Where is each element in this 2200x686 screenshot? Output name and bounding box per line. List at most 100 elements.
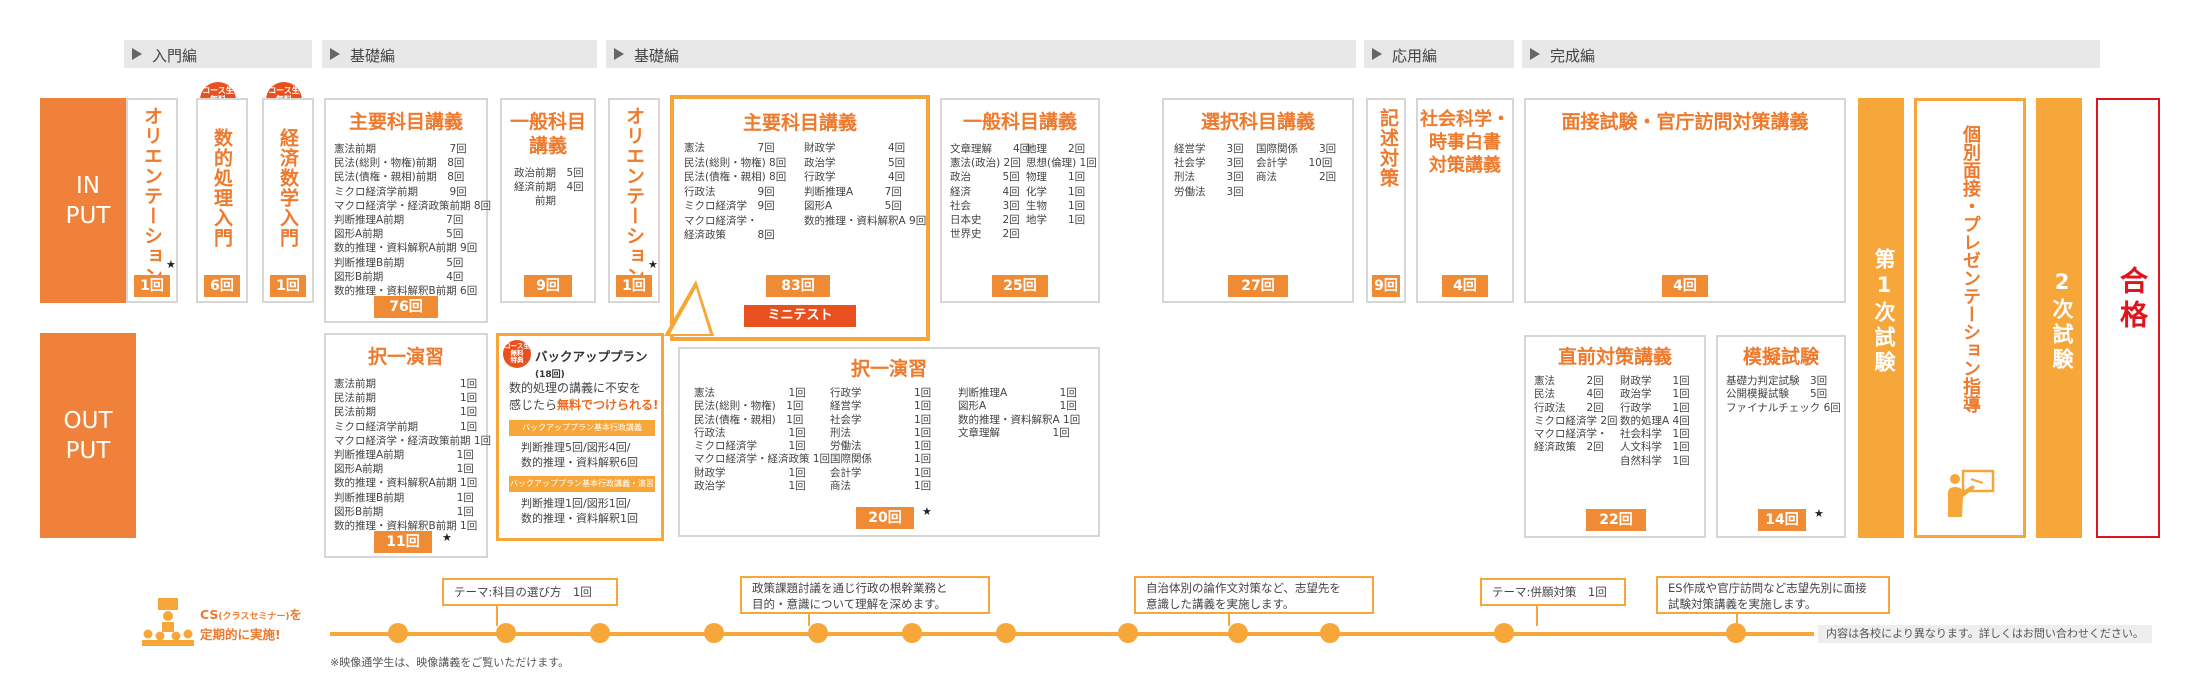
box-title: 社会科学・ 時事白書 対策講義 xyxy=(1420,109,1510,176)
subject-list-col-2: 行政学 1回 経営学 1回 社会学 1回 刑法 1回 労働法 1回 国際関係 1… xyxy=(830,387,932,493)
backup-plan-desc: 数的処理の講義に不安を 感じたら無料でつけられる! xyxy=(509,381,659,412)
callout-stem xyxy=(496,604,498,626)
timeline-dot xyxy=(1494,623,1514,643)
stage-kansei: 完成編 xyxy=(1522,40,2100,68)
count-badge: 76回 xyxy=(374,296,438,318)
count-badge: 22回 xyxy=(1586,509,1646,531)
backup-plan-box: コース生 無料 特典 バックアッププラン(18回) 数的処理の講義に不安を 感じ… xyxy=(496,333,664,541)
ippan-kamoku-box-2: 一般科目講義 文章理解 4回 憲法(政治) 2回 政治 5回 経済 4回 社会 … xyxy=(940,98,1100,303)
mini-test-label: ミニテスト xyxy=(744,305,856,327)
timeline-dot xyxy=(1118,623,1138,643)
shuyo-kamoku-box-2: 主要科目講義 憲法 7回 民法(総則・物権) 8回 民法(債権・親相) 8回 行… xyxy=(670,95,930,341)
count-badge: 27回 xyxy=(1228,275,1288,297)
keizai-nyumon-box: 経済数学入門 1回 xyxy=(262,98,314,303)
timeline-dot xyxy=(1228,623,1248,643)
star-mark: ★ xyxy=(1814,507,1824,520)
first-exam-label: 第1次試験 xyxy=(1872,248,1896,376)
subject-list-right: 財政学 1回 政治学 1回 行政学 1回 数的処理A 4回 社会科学 1回 人文… xyxy=(1620,375,1690,467)
timeline-dot xyxy=(808,623,828,643)
timeline-callout: 政策課題討議を通じ行政の根幹業務と 目的・意識について理解を深めます。 xyxy=(740,576,990,614)
stage-kiso-2: 基礎編 xyxy=(606,40,1356,68)
class-seminar-label: CS(クラスセミナー)を 定期的に実施! xyxy=(200,607,302,642)
row-label-output: OUT PUT xyxy=(40,333,136,538)
callout-pointer xyxy=(664,280,714,336)
stage-kiso-1: 基礎編 xyxy=(322,40,597,68)
count-badge: 9回 xyxy=(1372,275,1400,297)
timeline-callout: テーマ:併願対策 1回 xyxy=(1480,578,1626,606)
subject-list-left: 文章理解 4回 憲法(政治) 2回 政治 5回 経済 4回 社会 3回 日本史 … xyxy=(950,143,1031,241)
orientation-title: オリエンテーション xyxy=(623,106,645,286)
suteki-nyumon-title: 数的処理入門 xyxy=(211,128,233,248)
stage-nyumon: 入門編 xyxy=(124,40,312,68)
count-badge: 4回 xyxy=(1662,275,1708,297)
timeline-dot xyxy=(996,623,1016,643)
count-badge: 1回 xyxy=(270,275,306,297)
timeline-dot xyxy=(1320,623,1340,643)
timeline-dot xyxy=(388,623,408,643)
box-title: 直前対策講義 xyxy=(1557,346,1672,368)
box-title: 主要科目講義 xyxy=(348,111,463,133)
second-exam-label: 2次試験 xyxy=(2050,270,2074,373)
disclaimer-note: 内容は各校により異なります。詳しくはお問い合わせください。 xyxy=(1818,625,2152,643)
orientation-box-1: オリエンテーション ★ 1回 xyxy=(126,98,178,303)
box-title: 面接試験・官庁訪問対策講義 xyxy=(1561,111,1809,133)
box-title: 記述対策 xyxy=(1377,108,1399,188)
star-mark: ★ xyxy=(922,505,932,518)
video-note: ※映像通学生は、映像講義をご覧いただけます。 xyxy=(330,656,570,669)
count-badge: 6回 xyxy=(204,275,240,297)
count-badge: 83回 xyxy=(766,275,830,297)
arrow-right-icon xyxy=(614,48,624,60)
backup-plan-bar-1: バックアッププラン基本行政講義 xyxy=(509,420,655,436)
callout-stem xyxy=(808,612,810,626)
box-title: 一般科目 講義 xyxy=(509,111,586,157)
ippan-kamoku-box-1: 一般科目 講義 政治前期 5回 経済前期 4回 前期 9回 xyxy=(500,98,596,303)
count-badge: 11回 xyxy=(374,531,432,553)
callout-stem xyxy=(1736,612,1738,626)
suteki-nyumon-box: 数的処理入門 6回 xyxy=(196,98,248,303)
first-exam-column: 第1次試験 xyxy=(1858,98,1904,538)
timeline-dot xyxy=(590,623,610,643)
subject-list-col-3: 判断推理A 1回 図形A 1回 数的推理・資料解釈A 1回 文章理解 1回 xyxy=(958,387,1081,439)
shuyo-kamoku-box-1: 主要科目講義 憲法前期 7回 民法(総則・物権)前期 8回 民法(債権・親相)前… xyxy=(324,98,491,323)
keizai-nyumon-title: 経済数学入門 xyxy=(277,128,299,248)
timeline-dot xyxy=(902,623,922,643)
star-mark: ★ xyxy=(442,531,452,544)
backup-plan-bar-2: バックアッププラン基本行政講義・演習 xyxy=(509,476,655,492)
arrow-right-icon xyxy=(1530,48,1540,60)
subject-list-right: 財政学 4回 政治学 5回 行政学 4回 判断推理A 7回 図形A 5回 数的推… xyxy=(804,142,927,227)
box-title: 模擬試験 xyxy=(1742,346,1819,368)
mogi-shiken-box: 模擬試験 基礎力判定試験 3回 公開模擬試験 5回 ファイナルチェック 6回 1… xyxy=(1716,335,1846,538)
kobetsu-mensetsu-title: 個別面接・プレゼンテーション指導 xyxy=(1960,125,1981,413)
stage-oyo: 応用編 xyxy=(1364,40,1514,68)
subject-list: 政治前期 5回 経済前期 4回 前期 xyxy=(514,167,584,208)
timeline-dot xyxy=(1726,623,1746,643)
timeline-callout: 自治体別の論作文対策など、志望先を 意識した講義を実施します。 xyxy=(1134,576,1374,614)
count-badge: 14回 xyxy=(1758,509,1806,531)
subject-list-right: 国際関係 3回 会計学 10回 商法 2回 xyxy=(1256,143,1337,184)
backup-plan-title: バックアッププラン(18回) xyxy=(535,349,648,380)
kijutsu-taisaku-box: 記述対策 9回 xyxy=(1366,98,1406,303)
subject-list-left: 憲法 2回 民法 4回 行政法 2回 ミクロ経済学 2回 マクロ経済学・ 経済政… xyxy=(1534,375,1618,454)
mensetsu-taisaku-box: 面接試験・官庁訪問対策講義 4回 xyxy=(1524,98,1846,303)
orientation-box-2: オリエンテーション ★ 1回 xyxy=(608,98,660,303)
pass-label: 合格 xyxy=(2116,266,2149,334)
pass-box: 合格 xyxy=(2096,98,2160,538)
backup-plan-lines-1: 判断推理5回/図形4回/ 数的推理・資料解釈6回 xyxy=(521,441,638,469)
orientation-title: オリエンテーション xyxy=(141,106,163,286)
takuitsu-enshu-box-2: 択一演習 憲法 1回 民法(総則・物権) 1回 民法(債権・親相) 1回 行政法… xyxy=(678,347,1100,537)
backup-plan-lines-2: 判断推理1回/図形1回/ 数的推理・資料解釈1回 xyxy=(521,497,638,525)
count-badge: 4回 xyxy=(1442,275,1488,297)
star-mark: ★ xyxy=(166,258,176,271)
count-badge: 20回 xyxy=(856,507,914,529)
callout-stem xyxy=(1228,612,1230,626)
second-exam-column: 2次試験 xyxy=(2036,98,2082,538)
box-title: 択一演習 xyxy=(367,346,444,368)
chokuzen-taisaku-box: 直前対策講義 憲法 2回 民法 4回 行政法 2回 ミクロ経済学 2回 マクロ経… xyxy=(1524,335,1706,538)
presentation-icon xyxy=(1948,469,1995,517)
box-title: 選択科目講義 xyxy=(1200,111,1315,133)
free-bonus-badge: コース生 無料 特典 xyxy=(503,340,531,368)
timeline-line xyxy=(330,632,1814,636)
kobetsu-mensetsu-box: 個別面接・プレゼンテーション指導 xyxy=(1914,98,2026,538)
box-title: 一般科目講義 xyxy=(962,111,1077,133)
timeline-callout: ES作成や官庁訪問など志望先別に面接 試験対策講義を実施します。 xyxy=(1656,576,1890,614)
